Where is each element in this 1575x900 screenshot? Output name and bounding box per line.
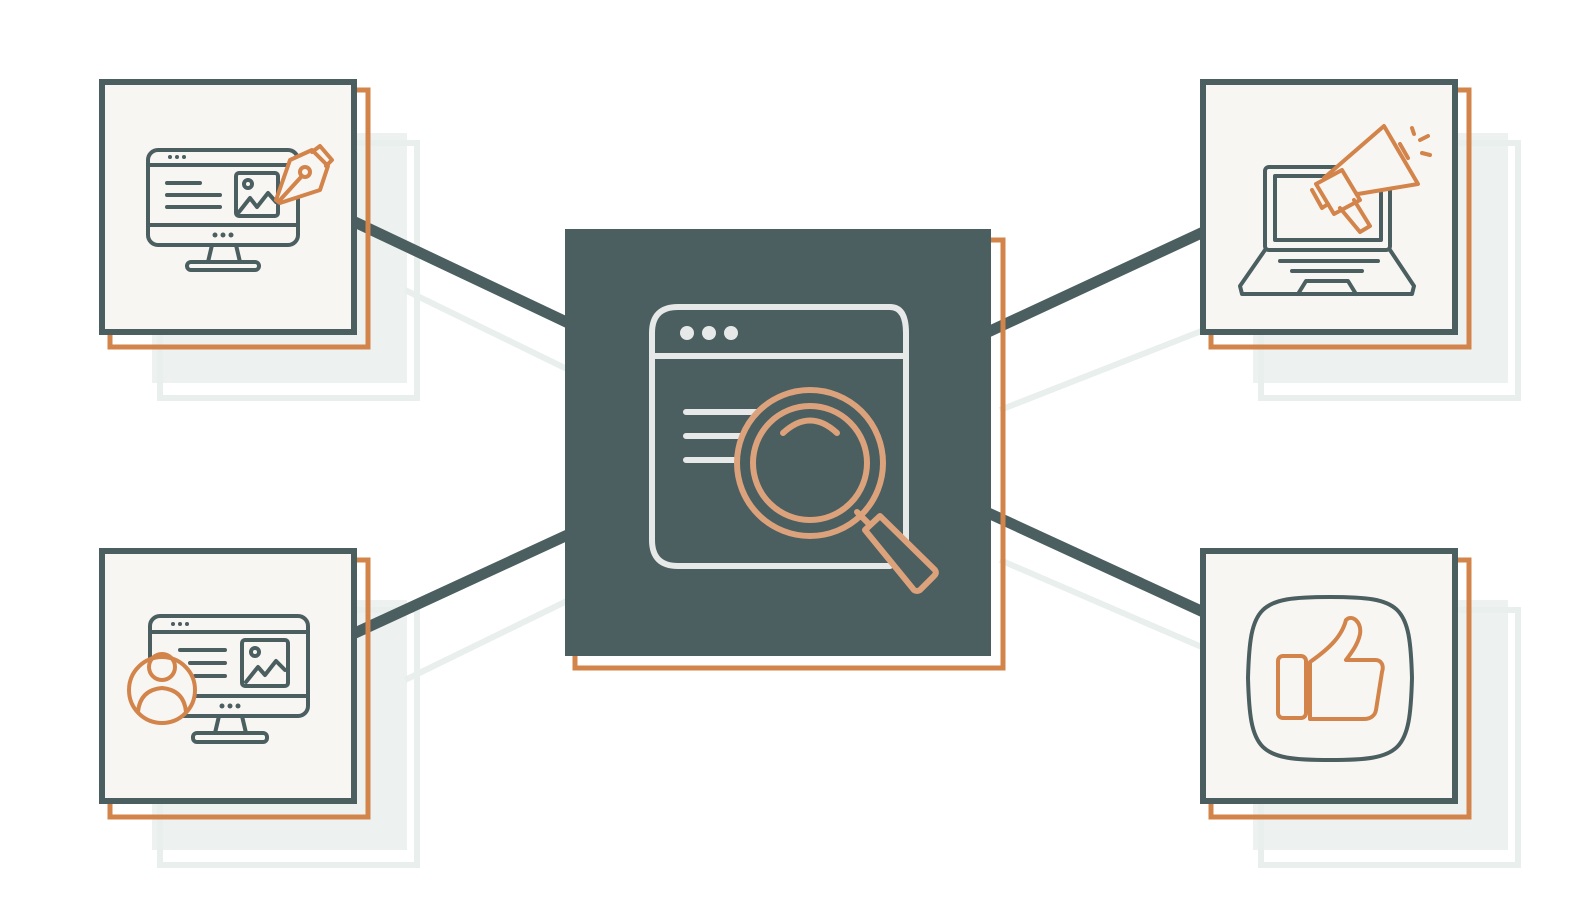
node-bottom-left — [99, 548, 371, 820]
node-top-right — [1200, 79, 1472, 350]
node-top-left — [99, 79, 371, 350]
connector-bottom-left — [337, 515, 603, 645]
browser-search-icon — [649, 304, 939, 594]
node-card — [99, 79, 357, 335]
node-bottom-right — [1200, 548, 1472, 820]
connector-top-left — [337, 210, 603, 343]
node-card — [99, 548, 357, 804]
thumbs-up-icon — [1246, 595, 1414, 762]
monitor-design-pen-icon — [146, 144, 334, 272]
hub — [565, 229, 1006, 671]
monitor-user-profile-icon — [127, 614, 310, 744]
node-card — [1200, 548, 1458, 804]
laptop-megaphone-icon — [1238, 124, 1432, 296]
